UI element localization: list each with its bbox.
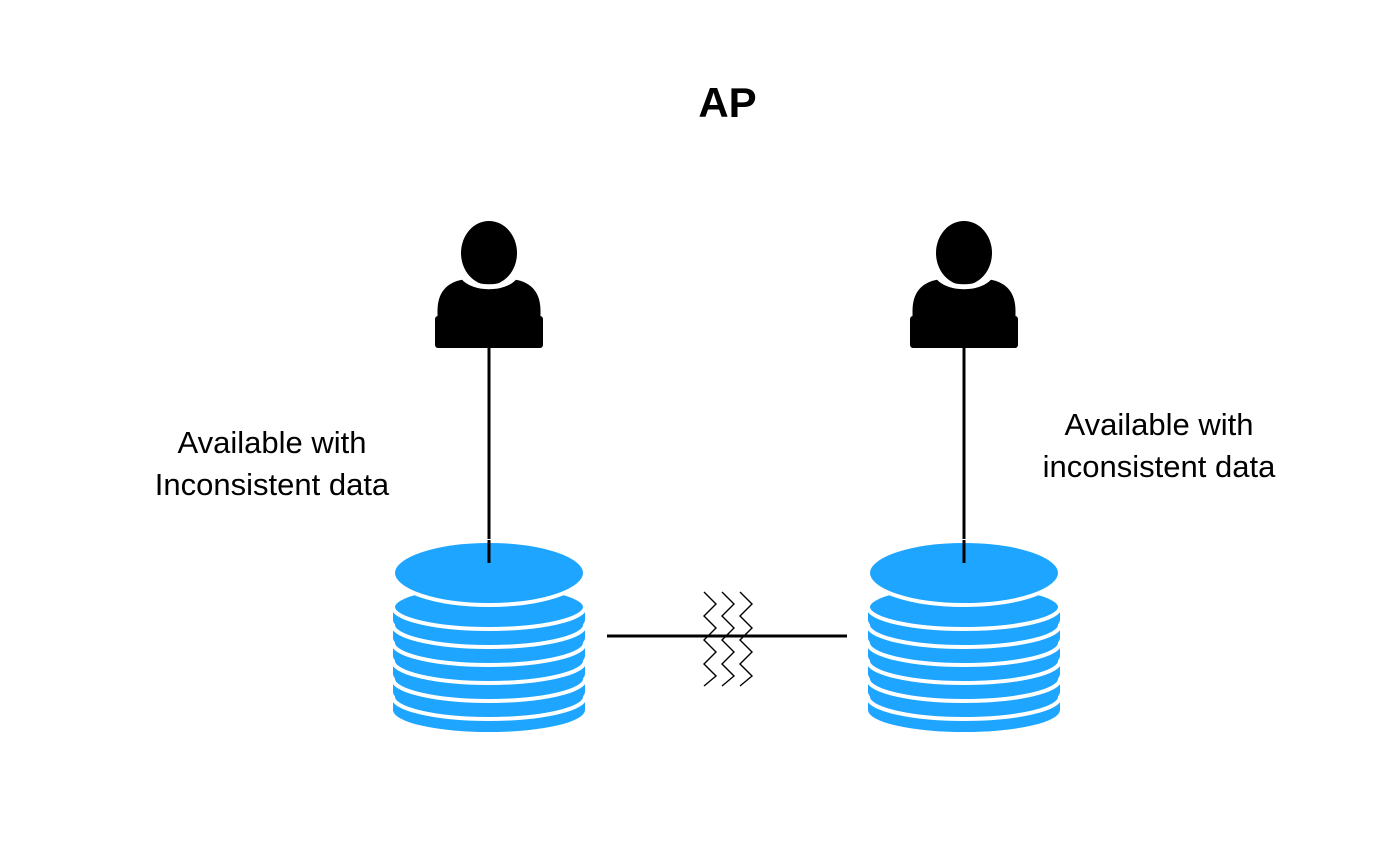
- right-user-icon: [910, 221, 1018, 348]
- left-node-label-line1: Available with: [177, 425, 367, 460]
- right-node-label: Available with inconsistent data: [1009, 404, 1309, 488]
- network-partition-icon: [703, 591, 754, 687]
- diagram-title: AP: [698, 79, 757, 126]
- left-node-label-line2: Inconsistent data: [154, 467, 390, 502]
- left-database-icon: [391, 539, 587, 734]
- left-user-icon: [435, 221, 543, 348]
- right-node-label-line1: Available with: [1064, 407, 1254, 442]
- left-node-label: Available with Inconsistent data: [122, 422, 422, 506]
- right-node-label-line2: inconsistent data: [1042, 449, 1276, 484]
- right-database-icon: [866, 539, 1062, 734]
